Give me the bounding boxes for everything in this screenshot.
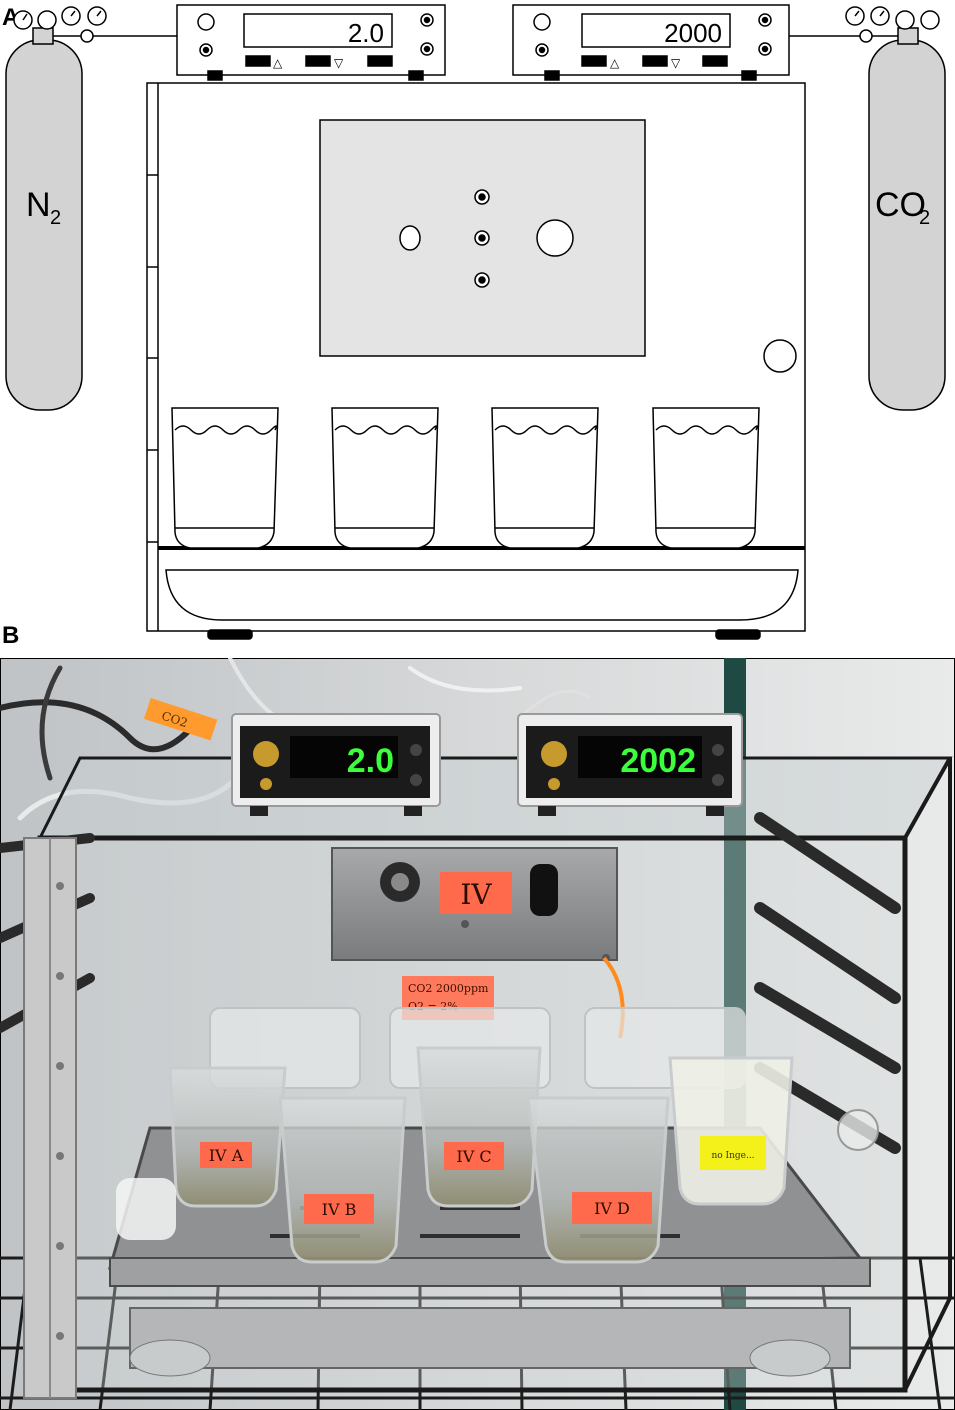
- svg-text:IV C: IV C: [456, 1147, 491, 1166]
- cup-4: [652, 407, 760, 549]
- n2-label: N: [26, 186, 51, 224]
- n2-controller: [176, 4, 446, 81]
- co2-controller-display: 2002: [620, 742, 696, 780]
- n2-cylinder: [5, 6, 180, 411]
- svg-text:IV A: IV A: [209, 1146, 244, 1165]
- svg-text:IV D: IV D: [594, 1199, 630, 1218]
- n2-down-arrow-icon: ▽: [334, 56, 344, 70]
- yellow-tag: no Inge...: [711, 1151, 754, 1161]
- co2-controller-display: 2000: [664, 18, 722, 48]
- co2-controller: [512, 4, 790, 81]
- n2-up-arrow-icon: △: [273, 56, 283, 70]
- door-label: IV: [440, 872, 512, 914]
- svg-text:IV: IV: [460, 878, 492, 911]
- mesh-patch: [116, 1178, 176, 1240]
- svg-text:IV B: IV B: [322, 1200, 357, 1219]
- co2-label: CO: [875, 186, 926, 224]
- cup-c: IV C: [416, 1046, 542, 1208]
- co2-down-arrow-icon: ▽: [671, 56, 681, 70]
- n2-controller-display: 2.0: [348, 18, 384, 48]
- cup-1: [171, 407, 279, 549]
- cup-a: IV A: [168, 1066, 287, 1208]
- panel-b-label: B: [2, 622, 20, 649]
- co2-up-arrow-icon: △: [610, 56, 620, 70]
- gas-inlet-panel: [319, 119, 646, 357]
- co2-regulator-icon: [845, 6, 940, 43]
- co2-subscript: 2: [919, 207, 930, 229]
- n2-controller: [231, 713, 441, 816]
- incubator-schematic: N 2 CO 2: [5, 4, 946, 640]
- cup-3: [491, 407, 599, 549]
- incubator-photo: CO2: [0, 658, 955, 1410]
- n2-controller-display: 2.0: [347, 742, 394, 780]
- hinge: [23, 837, 77, 1399]
- cup-e: no Inge...: [668, 1056, 794, 1206]
- n2-subscript: 2: [50, 207, 61, 229]
- cup-b: IV B: [278, 1096, 407, 1264]
- cup-d: IV D: [526, 1096, 670, 1264]
- co2-controller: [517, 713, 743, 816]
- cup-2: [331, 407, 439, 549]
- co2-cylinder: [789, 6, 946, 411]
- co2-tube-tag: CO2: [143, 697, 218, 741]
- svg-text:CO2 2000ppm: CO2 2000ppm: [408, 982, 489, 995]
- n2-regulator-icon: [13, 6, 107, 43]
